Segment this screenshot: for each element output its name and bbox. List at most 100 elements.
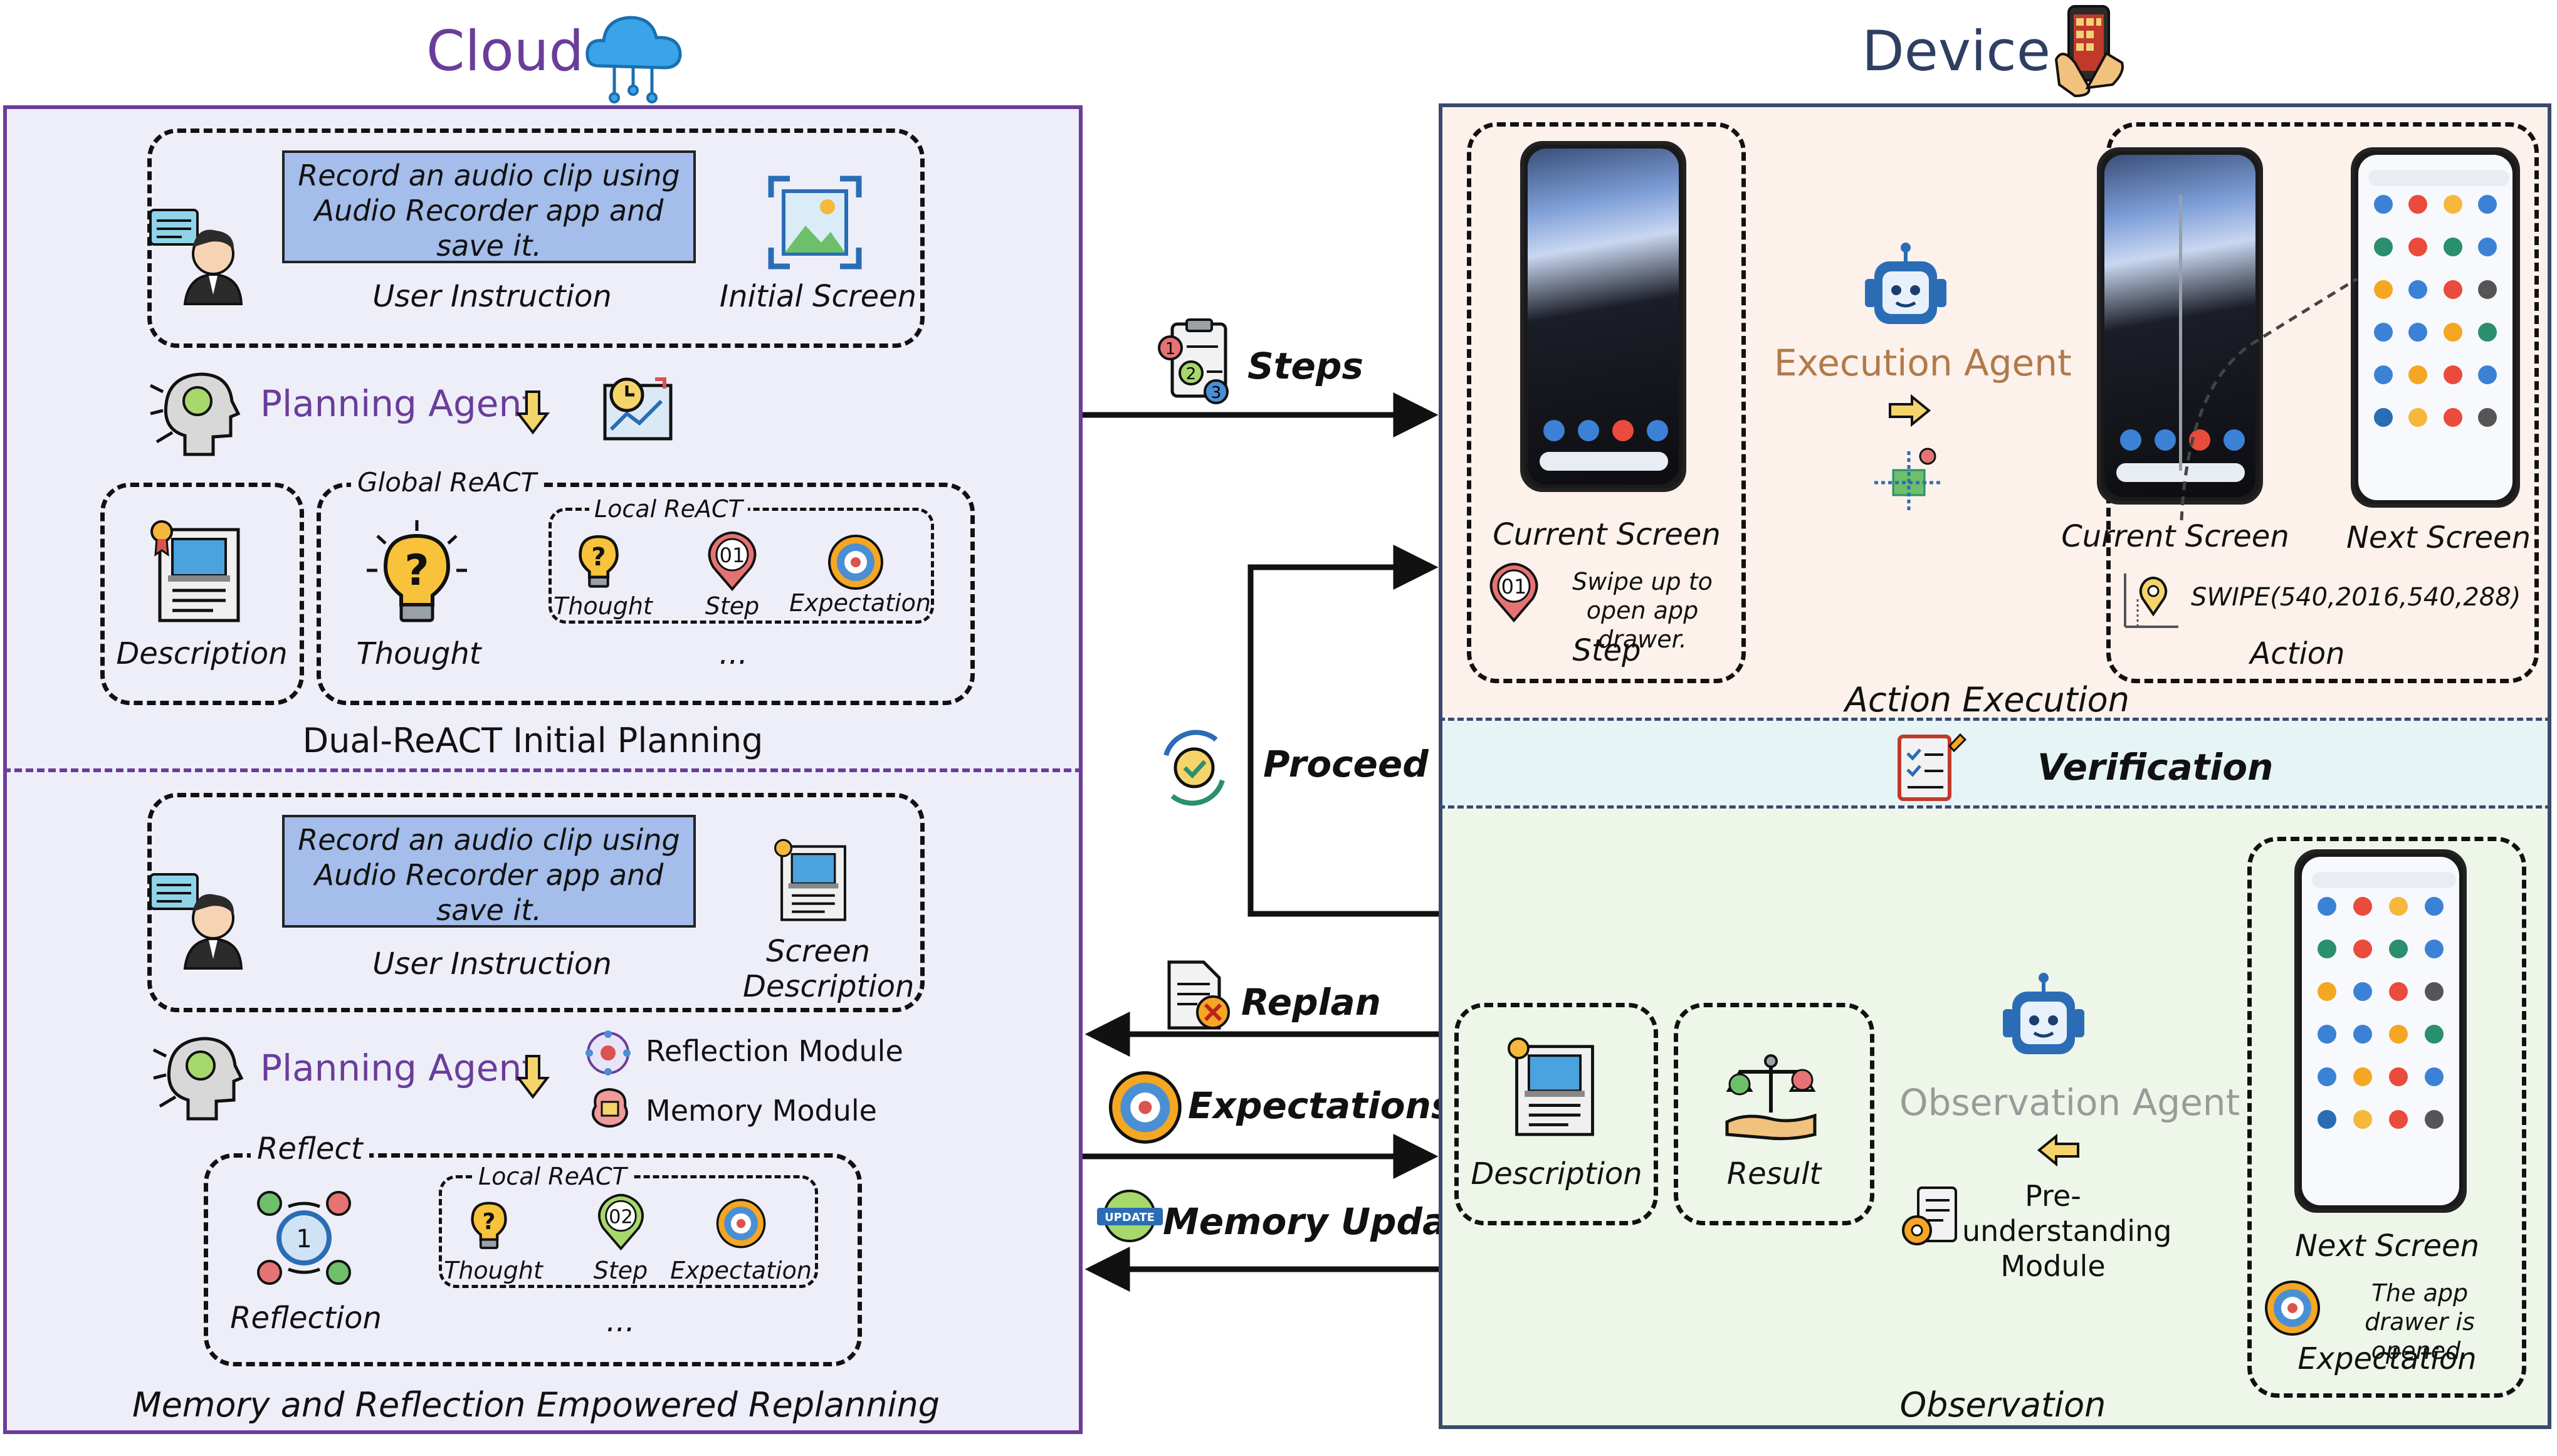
next-screen-phone — [2351, 147, 2520, 508]
bottom-planning-agent-label: Planning Agent — [260, 1047, 536, 1089]
lightbulb-small-icon: ? — [579, 535, 619, 588]
memory-module-label: Memory Module — [646, 1094, 877, 1128]
bottom-ellipsis: ... — [606, 1304, 635, 1339]
cloud-title: Cloud — [426, 19, 584, 83]
screen-description-label: Screen Description — [743, 934, 915, 1004]
bottom-user-instruction-label: User Instruction — [372, 946, 612, 982]
brain-head-icon — [149, 372, 241, 456]
document-icon — [150, 520, 240, 622]
bottom-local-step: Step — [593, 1257, 648, 1284]
down-arrow-icon — [515, 390, 550, 435]
execution-agent-label: Execution Agent — [1774, 342, 2072, 384]
step-pin-icon-2: 02 — [598, 1193, 644, 1251]
bottom-local-thought: Thought — [444, 1257, 543, 1284]
pre-understanding-label: Pre-understanding Module — [1962, 1179, 2172, 1283]
clock-chart-icon — [603, 377, 673, 441]
replan-label: Replan — [1241, 981, 1381, 1024]
top-ellipsis: ... — [719, 636, 748, 671]
target-icon — [828, 535, 883, 590]
execution-robot-icon — [1865, 243, 1946, 324]
down-arrow-icon-2 — [515, 1055, 550, 1099]
lightbulb-small-icon-2: ? — [471, 1202, 507, 1249]
location-pin-icon — [2124, 573, 2178, 628]
next-screen-label: Next Screen — [2346, 520, 2531, 555]
svg-text:?: ? — [591, 543, 606, 572]
top-user-instruction-label: User Instruction — [372, 279, 612, 314]
device-title: Device — [1862, 19, 2050, 83]
reflection-cycle-icon: 1 — [257, 1191, 351, 1285]
step-label: Step — [1572, 633, 1641, 668]
scale-icon — [1725, 1054, 1817, 1141]
memory-icon — [592, 1087, 628, 1128]
step-text: Swipe up to open app drawer. — [1572, 568, 1713, 653]
checklist-icon — [1898, 733, 1967, 801]
lightbulb-icon: ? — [367, 520, 467, 622]
result-group — [1674, 1003, 1874, 1225]
top-section-label: Dual-ReACT Initial Planning — [302, 721, 764, 760]
reflect-group — [204, 1153, 862, 1366]
svg-text:?: ? — [483, 1209, 496, 1235]
pre-understanding-icon — [1902, 1186, 1957, 1245]
observation-next-screen-label: Next Screen — [2295, 1228, 2479, 1264]
expectations-label: Expectations — [1188, 1084, 1453, 1127]
steps-icon: 1 2 3 — [1158, 318, 1229, 404]
observation-section-label: Observation — [1899, 1385, 2106, 1425]
bottom-section-label: Memory and Reflection Empowered Replanni… — [132, 1385, 940, 1425]
global-react-label: Global ReACT — [351, 467, 543, 498]
observation-next-screen-phone — [2294, 849, 2467, 1213]
action-label: Action — [2250, 636, 2345, 671]
bottom-local-expectation: Expectation — [670, 1257, 812, 1284]
svg-text:?: ? — [404, 546, 429, 595]
cloud-icon — [585, 16, 682, 103]
reflect-label: Reflect — [251, 1131, 369, 1166]
current-screen-phone — [1520, 141, 1686, 492]
reflection-module-icon — [585, 1030, 631, 1076]
bottom-instruction-bubble: Record an audio clip using Audio Recorde… — [282, 815, 696, 928]
bottom-local-react-label: Local ReACT — [473, 1163, 632, 1190]
top-local-step: Step — [705, 592, 760, 620]
top-thought-label: Thought — [356, 636, 481, 671]
observation-agent-label: Observation Agent — [1899, 1081, 2240, 1124]
user-avatar-icon-2 — [149, 873, 243, 970]
current-screen-label-2: Current Screen — [2061, 519, 2289, 554]
svg-text:2: 2 — [1186, 365, 1197, 384]
cloud-divider — [3, 768, 1083, 772]
steps-label: Steps — [1247, 345, 1363, 387]
reflection-module-label: Reflection Module — [646, 1034, 903, 1068]
step-01-badge: 01 — [1501, 575, 1527, 599]
top-local-thought: Thought — [554, 592, 653, 620]
result-label: Result — [1726, 1156, 1822, 1192]
expectation-group — [2247, 837, 2526, 1398]
gear-cycle-icon — [1163, 730, 1225, 806]
top-planning-agent-label: Planning Agent — [260, 382, 536, 425]
update-badge-icon: UPDATE — [1097, 1190, 1163, 1242]
current-screen-phone-2 — [2097, 147, 2263, 505]
observation-description-group — [1454, 1003, 1658, 1225]
right-arrow-icon — [1889, 394, 1931, 427]
svg-text:3: 3 — [1211, 384, 1222, 402]
svg-text:01: 01 — [720, 543, 745, 567]
user-avatar-icon — [149, 209, 243, 305]
device-verification-region — [1439, 718, 2551, 809]
reflection-label: Reflection — [230, 1301, 382, 1336]
top-local-expectation: Expectation — [789, 589, 931, 617]
document-icon-2 — [1508, 1037, 1594, 1136]
top-description-group — [100, 483, 304, 705]
step-pin-icon-3: 01 — [1489, 563, 1538, 623]
step-02-badge: 02 — [609, 1206, 633, 1228]
svg-text:1: 1 — [296, 1225, 312, 1254]
brain-head-icon-2 — [152, 1037, 244, 1121]
phone-hand-icon — [2054, 5, 2124, 98]
action-execution-label: Action Execution — [1845, 680, 2129, 720]
current-screen-label: Current Screen — [1493, 517, 1721, 552]
top-instruction-bubble: Record an audio clip using Audio Recorde… — [282, 150, 696, 263]
observation-robot-icon — [2003, 973, 2084, 1054]
expectation-target-icon — [2265, 1281, 2320, 1336]
step-group — [1467, 122, 1746, 683]
proceed-label: Proceed — [1263, 743, 1429, 785]
svg-text:1: 1 — [1165, 340, 1176, 359]
update-badge-text: UPDATE — [1105, 1211, 1155, 1224]
expectation-text: The app drawer is opened. — [2365, 1279, 2475, 1364]
left-arrow-icon — [2037, 1133, 2079, 1167]
global-react-group — [317, 483, 975, 705]
